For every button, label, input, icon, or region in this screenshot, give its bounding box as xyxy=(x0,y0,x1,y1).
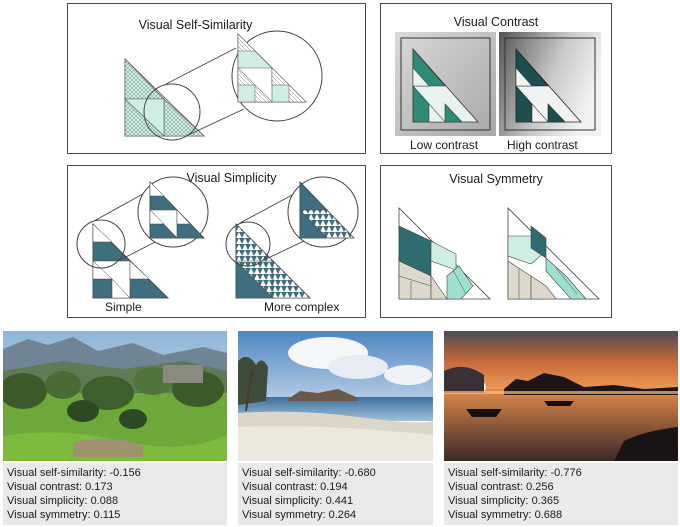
metric-contrast: Visual contrast: 0.194 xyxy=(242,481,348,493)
metric-self-similarity: Visual self-similarity: -0.680 xyxy=(242,467,376,479)
low-contrast-label: Low contrast xyxy=(410,138,479,152)
metrics-sunset: Visual self-similarity: -0.776 Visual co… xyxy=(444,463,678,525)
simple-label: Simple xyxy=(105,300,142,314)
metric-contrast: Visual contrast: 0.256 xyxy=(448,481,554,493)
metric-self-similarity: Visual self-similarity: -0.156 xyxy=(7,467,141,479)
metric-symmetry: Visual symmetry: 0.688 xyxy=(448,509,563,521)
symmetry-panel: Visual Symmetry xyxy=(380,165,612,318)
contrast-panel: Visual Contrast Low contrast High contra… xyxy=(380,3,612,154)
symmetry-triangle-right xyxy=(507,207,600,300)
sunset-image xyxy=(444,331,678,461)
simple-zoom-circle-small xyxy=(76,219,126,269)
beach-image xyxy=(238,331,433,461)
metric-simplicity: Visual simplicity: 0.088 xyxy=(7,495,119,507)
high-contrast-swatch xyxy=(499,32,601,136)
metric-simplicity: Visual simplicity: 0.365 xyxy=(448,495,560,507)
photo-beach xyxy=(238,331,433,461)
complex-connector-top xyxy=(239,193,295,224)
symmetry-title: Visual Symmetry xyxy=(449,172,543,186)
simple-triangle xyxy=(92,223,169,299)
contrast-figure xyxy=(395,32,601,136)
zoom-circle-large xyxy=(231,30,323,122)
photo-hillside xyxy=(3,331,227,461)
high-contrast-label: High contrast xyxy=(507,138,578,152)
metrics-beach: Visual self-similarity: -0.680 Visual co… xyxy=(238,463,433,525)
metric-symmetry: Visual symmetry: 0.264 xyxy=(242,509,357,521)
simplicity-panel: Visual Simplicity Simple More complex xyxy=(67,165,366,318)
photo-sunset xyxy=(444,331,678,461)
simple-connector-top xyxy=(93,189,151,222)
simple-zoom-circle-large xyxy=(137,176,209,248)
more-complex-label: More complex xyxy=(264,300,340,314)
metric-contrast: Visual contrast: 0.173 xyxy=(7,481,113,493)
metric-simplicity: Visual simplicity: 0.441 xyxy=(242,495,354,507)
zoom-circle-small xyxy=(143,83,201,141)
metric-symmetry: Visual symmetry: 0.115 xyxy=(7,509,121,521)
contrast-title: Visual Contrast xyxy=(453,15,539,29)
metrics-hillside: Visual self-similarity: -0.156 Visual co… xyxy=(3,463,227,525)
self-similarity-figure xyxy=(124,30,323,141)
low-contrast-swatch xyxy=(395,32,496,136)
self-similarity-panel: Visual Self-Similarity xyxy=(67,3,366,154)
simplicity-title: Visual Simplicity xyxy=(186,171,277,185)
hillside-image xyxy=(3,331,227,461)
self-similarity-title: Visual Self-Similarity xyxy=(138,18,253,32)
complex-zoom-circle-large xyxy=(287,176,359,248)
complex-triangle xyxy=(235,223,311,299)
symmetry-triangle-left xyxy=(398,207,491,300)
complex-zoom-circle-small xyxy=(225,221,271,267)
complex-connector-bottom xyxy=(263,239,307,261)
zoom-connector-bottom xyxy=(185,108,245,137)
zoom-connector-top xyxy=(165,47,237,85)
symmetry-figure xyxy=(398,207,600,300)
simplicity-figure xyxy=(76,176,359,299)
metric-self-similarity: Visual self-similarity: -0.776 xyxy=(448,467,582,479)
